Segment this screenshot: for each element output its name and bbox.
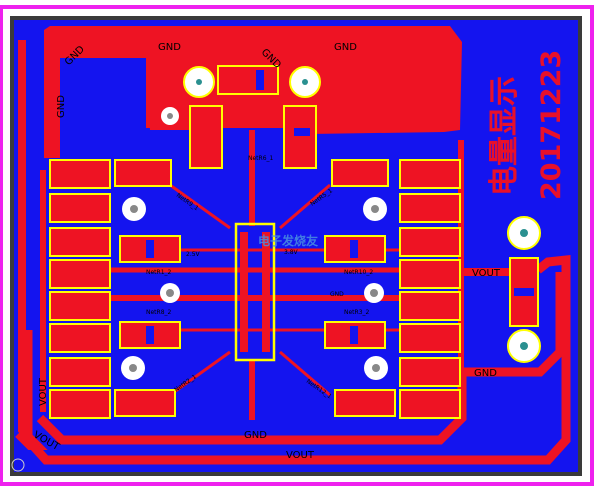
net-label-gnd-mid: GND	[330, 291, 344, 298]
title-date: 20171223	[536, 50, 567, 200]
right-column-pads	[399, 159, 461, 419]
label-netr1-2: NetR1_2	[146, 269, 172, 276]
net-label-gnd-top-right: GND	[334, 42, 357, 53]
title-chinese: 电量显示	[487, 76, 522, 196]
label-netr8-2: NetR8_2	[146, 309, 172, 316]
vout-trace-bottom	[23, 254, 571, 465]
watermark: 电子发烧友	[258, 233, 318, 248]
net-label-gnd-top-mid: GND	[158, 42, 181, 53]
label-netr3-2: NetR3_2	[344, 309, 370, 316]
ic-outline	[234, 222, 276, 362]
net-label-gnd-left: GND	[56, 95, 67, 118]
net-label-vout-left: VOUT	[38, 377, 49, 406]
net-label-3v8: 3.8V	[284, 249, 299, 256]
net-label-vout-bottom: VOUT	[286, 450, 315, 461]
net-label-vout-right: VOUT	[472, 268, 501, 279]
pad-blue-marks	[146, 70, 534, 344]
net-label-gnd-right: GND	[474, 368, 497, 379]
through-holes	[11, 66, 541, 472]
label-netr6-1: NetR6_1	[248, 155, 274, 162]
trace-diag-1	[169, 183, 331, 397]
left-column-pads	[49, 159, 111, 419]
net-label-2v5: 2.5V	[186, 251, 201, 258]
ic-pins	[240, 232, 270, 352]
label-netr10-2: NetR10_2	[344, 269, 373, 276]
net-label-gnd-bottom: GND	[244, 430, 267, 441]
